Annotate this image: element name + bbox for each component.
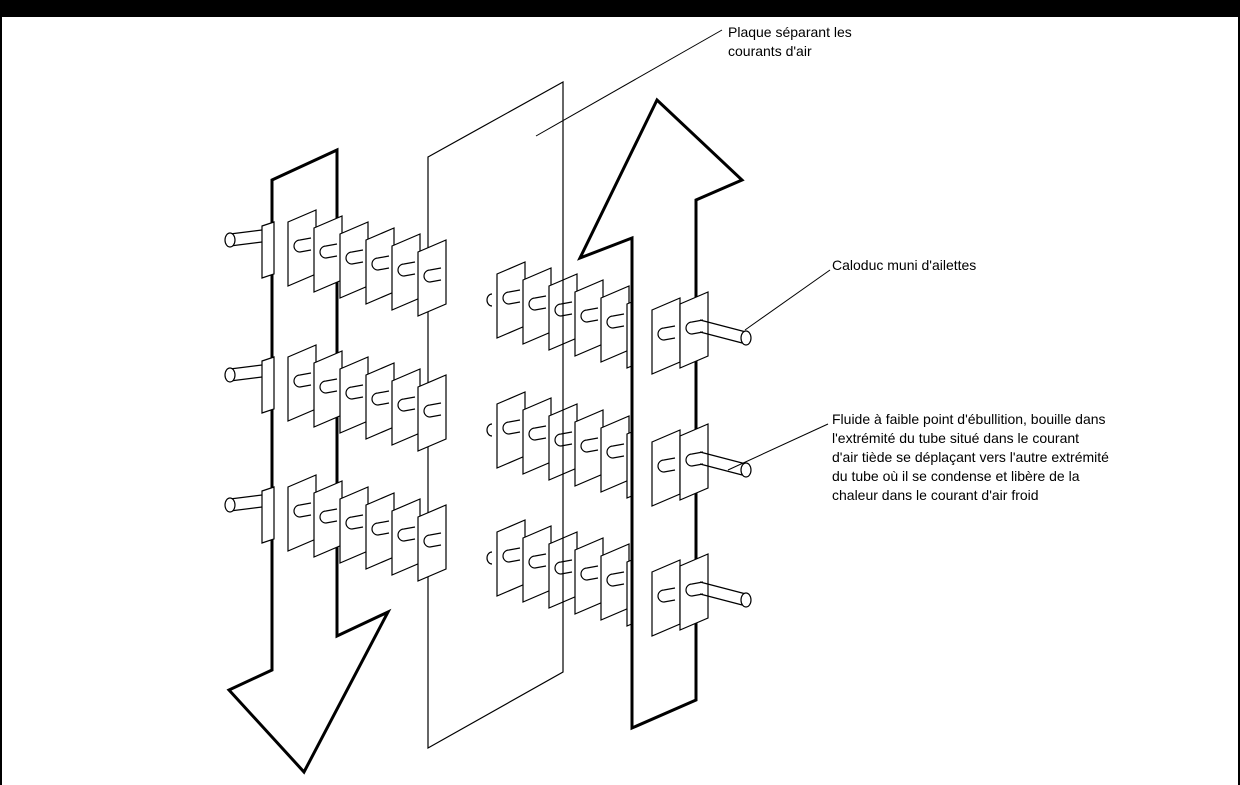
tube-end	[224, 232, 236, 248]
tube-stub	[606, 313, 625, 329]
tube-stub	[580, 307, 599, 323]
tube-stub	[397, 396, 416, 412]
tube-stub	[345, 249, 364, 265]
tube-stub	[293, 372, 312, 388]
tube-stub	[319, 508, 338, 524]
working-fluid-label: Fluide à faible point d'ébullition, boui…	[832, 411, 1109, 503]
separator-plate-label: Plaque séparant les courants d'air	[728, 24, 852, 59]
edge-fin	[261, 486, 275, 544]
tube-stub	[397, 526, 416, 542]
top-black-bar	[0, 0, 1240, 17]
tube-stub	[293, 237, 312, 253]
edge-fin	[261, 221, 275, 279]
tube-end	[224, 497, 236, 513]
leader-fluid	[727, 423, 829, 471]
tube-stub	[345, 384, 364, 400]
tube-body	[699, 451, 747, 477]
tube-body	[229, 494, 263, 512]
tube-back-end	[486, 551, 493, 565]
tube-stub	[423, 402, 442, 418]
tube-stub	[657, 325, 676, 341]
tube-stub	[528, 553, 547, 569]
tube-end	[224, 367, 236, 383]
tube-stub	[293, 502, 312, 518]
cold-air-up-arrow	[576, 97, 745, 731]
tube-stub	[345, 514, 364, 530]
leader-heatpipe	[744, 269, 831, 331]
back-fin-group	[486, 261, 656, 627]
tube-stub	[371, 255, 390, 271]
tube-stub	[319, 243, 338, 259]
tube-back-end	[486, 293, 493, 307]
tube-body	[229, 364, 263, 382]
tube-stub	[685, 451, 704, 467]
tube-stub	[371, 390, 390, 406]
tube-stub	[657, 457, 676, 473]
right-frame-border	[1238, 17, 1240, 785]
tube-stub	[580, 565, 599, 581]
tube-stub	[528, 295, 547, 311]
front-fin-group	[224, 209, 752, 637]
label-leader-lines	[535, 29, 831, 471]
heat-pipe-label: Caloduc muni d'ailettes	[832, 257, 977, 273]
tube-stub	[397, 261, 416, 277]
tube-stub	[685, 319, 704, 335]
tube-stub	[685, 581, 704, 597]
tube-stub	[423, 532, 442, 548]
tube-body	[229, 229, 263, 247]
tube-stub	[606, 443, 625, 459]
edge-fin	[261, 356, 275, 414]
tube-body	[699, 581, 747, 607]
tube-stub	[319, 378, 338, 394]
tube-stub	[657, 587, 676, 603]
leader-plate	[535, 29, 723, 137]
tube-end	[740, 330, 752, 346]
left-frame-border	[0, 17, 2, 785]
tube-stub	[423, 267, 442, 283]
tube-body	[699, 319, 747, 345]
tube-stub	[502, 289, 521, 305]
tube-stub	[606, 571, 625, 587]
tube-end	[740, 592, 752, 608]
tube-back-end	[486, 423, 493, 437]
tube-stub	[371, 520, 390, 536]
tube-end	[740, 462, 752, 478]
tube-stub	[502, 547, 521, 563]
tube-stub	[502, 419, 521, 435]
tube-stub	[528, 425, 547, 441]
tube-stub	[580, 437, 599, 453]
